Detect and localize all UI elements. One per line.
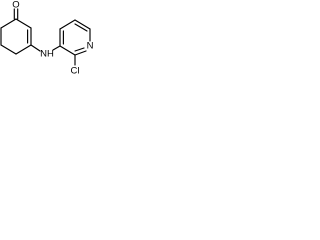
pyridine-bond-c4-c5	[59, 19, 76, 30]
pyridine-bond-n1-c2	[74, 50, 87, 56]
ring-bond-c6-c1	[0, 18, 17, 29]
pyridine-double-bond-n1-c2-inner	[74, 47, 85, 52]
chlorine-label: Cl	[71, 66, 80, 77]
pyridine-bond-c2-c3	[59, 45, 76, 56]
ring-bond-c4-c5	[0, 44, 17, 55]
chloropyridine-ring	[59, 19, 91, 66]
pyridine-bond-c5-c6	[74, 19, 91, 30]
amine-linker	[30, 44, 61, 52]
cyclohexenone-ring	[0, 8, 32, 55]
bond-ring-to-amine	[30, 44, 41, 52]
pyridine-nitrogen-label: N	[87, 41, 94, 52]
atom-labels: O NH N Cl	[12, 0, 93, 77]
bond-amine-to-pyridine	[52, 45, 61, 51]
amine-nitrogen-label: NH	[40, 49, 54, 60]
ring-bond-c1-c2	[15, 18, 32, 29]
ring-bond-c3-c4	[15, 44, 32, 55]
pyridine-double-bond-c5-c6-inner	[74, 23, 88, 32]
carbonyl-oxygen-label: O	[12, 0, 19, 11]
chemical-structure-diagram: O NH N Cl	[0, 0, 94, 77]
